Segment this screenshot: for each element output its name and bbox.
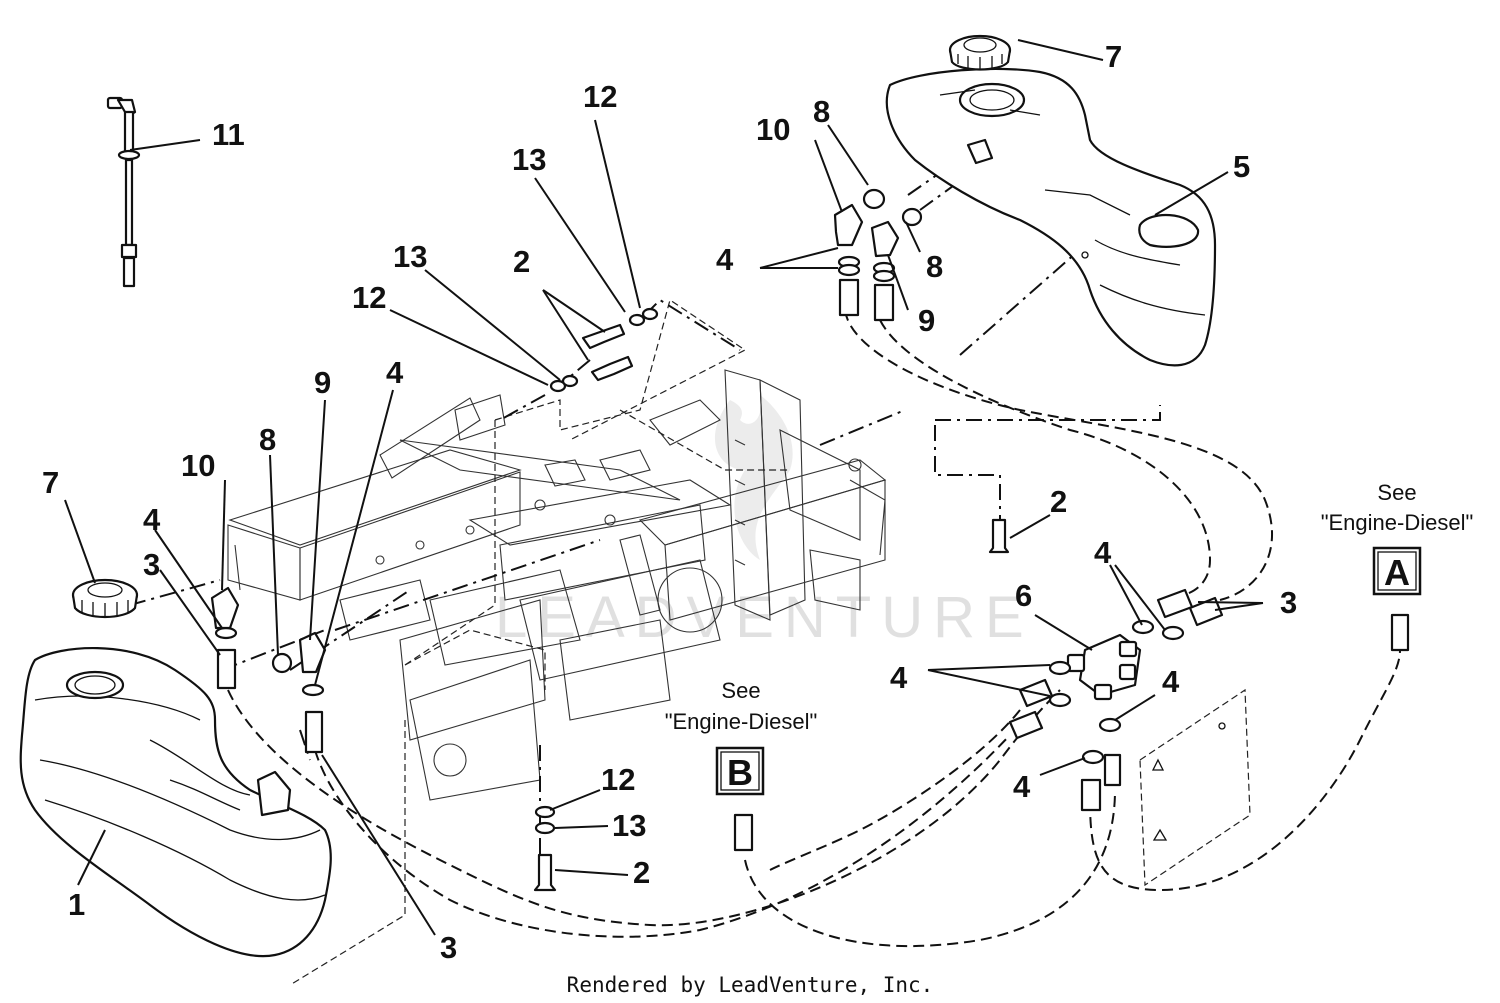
fuel-cap-left xyxy=(71,578,139,618)
callout-2: 2 xyxy=(633,855,650,890)
reference-b-target: "Engine-Diesel" xyxy=(665,709,818,734)
callout-13: 13 xyxy=(393,239,427,274)
callout-8: 8 xyxy=(926,249,943,284)
callout-2: 2 xyxy=(1050,484,1067,519)
reference-a-letter: A xyxy=(1384,552,1410,593)
callout-3: 3 xyxy=(1280,585,1297,620)
hose-pieces xyxy=(216,278,1410,852)
callout-4: 4 xyxy=(143,502,161,537)
callout-13: 13 xyxy=(612,808,646,843)
fuel-sender xyxy=(106,96,141,288)
callout-7: 7 xyxy=(42,465,59,500)
callout-labels: 1 2 2 2 3 3 3 4 4 4 4 4 4 4 5 6 7 7 8 8 … xyxy=(42,39,1297,965)
leader-lines xyxy=(64,39,1264,936)
callout-4: 4 xyxy=(1162,664,1180,699)
callout-4: 4 xyxy=(386,355,404,390)
frame-outlines xyxy=(289,299,1251,986)
callout-5: 5 xyxy=(1233,149,1250,184)
callout-3: 3 xyxy=(440,930,457,965)
watermark-text: LEADVENTURE xyxy=(495,585,1034,650)
callout-4: 4 xyxy=(716,242,734,277)
callout-8: 8 xyxy=(813,94,830,129)
reference-a-see: See xyxy=(1377,480,1416,505)
reference-a: See "Engine-Diesel" A xyxy=(1321,480,1474,596)
callout-10: 10 xyxy=(181,448,215,483)
reference-a-target: "Engine-Diesel" xyxy=(1321,510,1474,535)
hose-clamps xyxy=(214,255,1185,765)
callout-6: 6 xyxy=(1015,578,1032,613)
callout-13: 13 xyxy=(512,142,546,177)
reference-b-see: See xyxy=(721,678,760,703)
reference-a-box xyxy=(1372,546,1422,596)
callout-12: 12 xyxy=(583,79,617,114)
reference-b-box xyxy=(715,746,765,796)
tee-fitting xyxy=(1066,633,1142,701)
fuel-cap-right xyxy=(948,34,1012,71)
reference-b: See "Engine-Diesel" B xyxy=(665,678,818,796)
left-fuel-tank xyxy=(19,646,332,958)
right-fuel-tank xyxy=(885,67,1217,367)
watermark: LEADVENTURE xyxy=(495,395,1034,650)
callout-9: 9 xyxy=(314,365,331,400)
callout-11: 11 xyxy=(212,117,245,152)
callout-1: 1 xyxy=(68,887,85,922)
callout-2: 2 xyxy=(513,244,530,279)
callout-3: 3 xyxy=(143,547,160,582)
fittings xyxy=(210,138,994,674)
callout-4: 4 xyxy=(1013,769,1031,804)
callout-8: 8 xyxy=(259,422,276,457)
callout-12: 12 xyxy=(352,280,386,315)
fuel-hoses xyxy=(227,309,1401,948)
callout-4: 4 xyxy=(890,660,908,695)
callout-9: 9 xyxy=(918,303,935,338)
callout-7: 7 xyxy=(1105,39,1122,74)
reference-b-letter: B xyxy=(727,752,753,793)
callout-12: 12 xyxy=(601,762,635,797)
callout-10: 10 xyxy=(756,112,790,147)
callout-4: 4 xyxy=(1094,535,1112,570)
footer-credit: Rendered by LeadVenture, Inc. xyxy=(567,973,934,997)
bolts-and-washers xyxy=(533,307,1010,892)
